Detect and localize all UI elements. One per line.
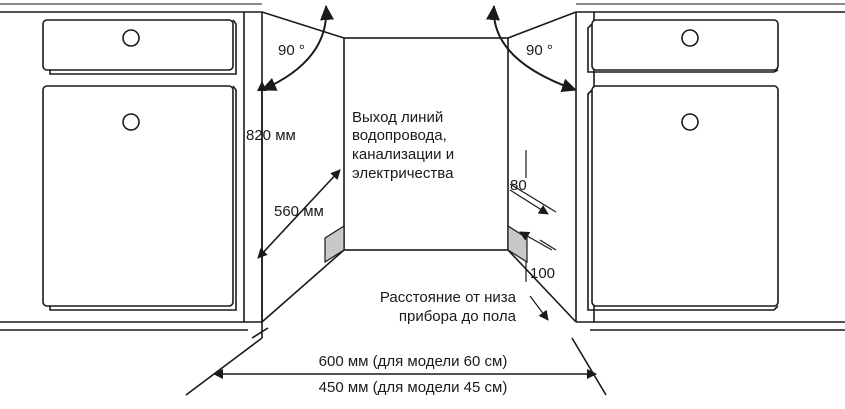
floor-note-line-2: прибора до пола <box>399 308 517 325</box>
utilities-note-line-4: электричества <box>352 165 454 182</box>
countertop <box>0 3 845 13</box>
left-door-swing <box>261 5 335 91</box>
right-door <box>587 85 779 311</box>
height-label: 820 мм <box>246 127 296 144</box>
utilities-note-line-1: Выход линий <box>352 109 443 126</box>
width-45-label: 450 мм (для модели 45 см) <box>319 379 508 396</box>
right-angle-label: 90 ° <box>526 42 553 59</box>
utilities-note-line-3: канализации и <box>352 146 454 163</box>
right-cabinet <box>575 12 845 331</box>
right-drawer <box>587 19 779 73</box>
depth-dimension <box>257 169 341 259</box>
utilities-note: Выход линий водопровода, канализации и э… <box>352 109 454 182</box>
width-dimension <box>185 337 607 396</box>
left-angle-label: 90 ° <box>278 42 305 59</box>
offset-80-label: 80 <box>510 177 527 194</box>
left-drawer <box>42 19 237 75</box>
floor-note: Расстояние от низа прибора до пола <box>380 289 517 325</box>
offset-100-label: 100 <box>530 265 555 282</box>
left-door <box>42 85 237 311</box>
offset-dimensions <box>509 150 557 321</box>
niche <box>261 11 577 323</box>
depth-label: 560 мм <box>274 203 324 220</box>
floor-note-line-1: Расстояние от низа <box>380 289 517 306</box>
left-cabinet <box>0 12 263 331</box>
right-door-swing <box>485 5 577 92</box>
width-60-label: 600 мм (для модели 60 см) <box>319 353 508 370</box>
utilities-note-line-2: водопровода, <box>352 127 447 144</box>
height-dimension <box>251 81 269 339</box>
right-utility-outlet <box>507 224 528 264</box>
left-utility-outlet <box>324 224 345 264</box>
